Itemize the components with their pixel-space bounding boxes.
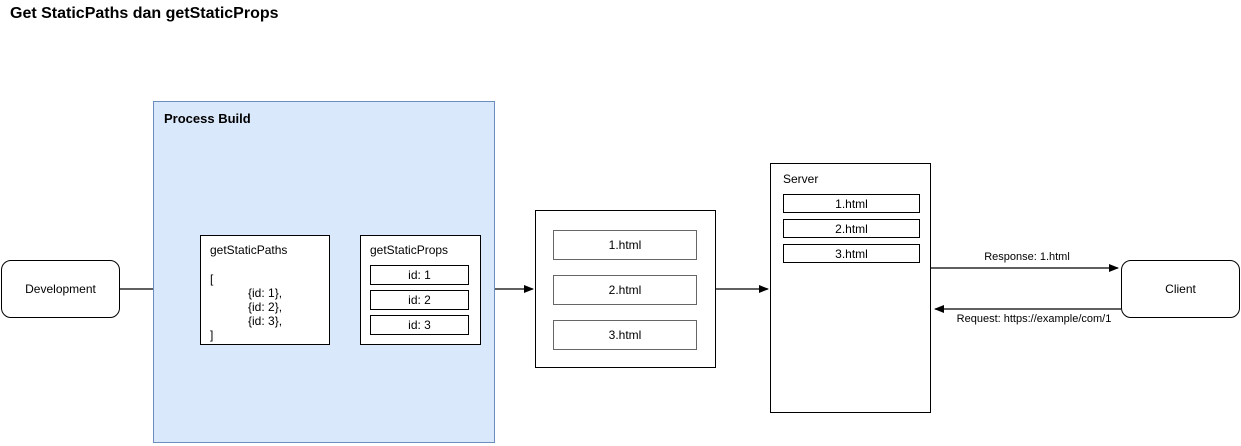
code-line: {id: 2}, [248,300,283,314]
build-output-files: 1.html 2.html 3.html [553,230,697,365]
node-getstaticprops: getStaticProps id: 1 id: 2 id: 3 [360,235,481,345]
node-server: Server 1.html 2.html 3.html [770,163,931,413]
node-client: Client [1121,260,1240,318]
node-client-label: Client [1165,282,1196,296]
node-development-label: Development [25,282,96,296]
getstaticpaths-label: getStaticPaths [210,243,288,257]
props-item: id: 1 [370,265,469,285]
process-build-label: Process Build [164,111,251,126]
props-item: id: 3 [370,315,469,335]
code-line: [ [210,272,214,286]
code-line: {id: 1}, [248,286,283,300]
server-file: 3.html [783,244,920,263]
code-line: {id: 3}, [248,314,283,328]
server-file: 1.html [783,194,920,213]
edge-label-request: Request: https://example/com/1 [952,313,1116,325]
diagram-title: Get StaticPaths dan getStaticProps [10,5,279,22]
code-line: ] [210,328,214,342]
output-file: 1.html [553,230,697,260]
output-file: 2.html [553,275,697,305]
edge-label-response: Response: 1.html [945,251,1109,263]
server-files: 1.html 2.html 3.html [783,194,920,269]
node-build-output: 1.html 2.html 3.html [535,210,716,368]
server-file: 2.html [783,219,920,238]
node-getstaticpaths: getStaticPaths [ {id: 1}, {id: 2}, {id: … [200,235,330,345]
node-development: Development [1,260,120,318]
props-item: id: 2 [370,290,469,310]
server-label: Server [783,172,819,186]
getstaticprops-items: id: 1 id: 2 id: 3 [370,265,469,340]
getstaticprops-label: getStaticProps [370,243,449,257]
output-file: 3.html [553,320,697,350]
getstaticpaths-code: [ {id: 1}, {id: 2}, {id: 3}, ] [210,272,282,342]
